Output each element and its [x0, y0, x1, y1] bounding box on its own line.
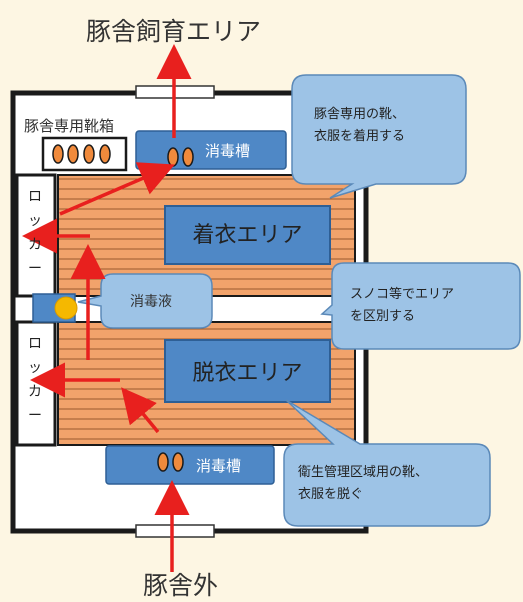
callout-undress-text: 衛生管理区域用の靴、 衣服を脱ぐ	[298, 465, 429, 502]
undress-zone-label: 脱衣エリア	[192, 361, 303, 386]
arrow-to-tank-top	[59, 162, 175, 216]
disinfect-liquid-dot	[54, 296, 78, 320]
callout-dress-text: 豚舎専用の靴、 衣服を着用する	[314, 107, 406, 144]
disinfect-tank-bottom	[105, 445, 275, 485]
dress-zone-box	[164, 205, 331, 265]
boot-box-label: 豚舎専用靴箱	[24, 117, 115, 135]
bottom-door	[135, 524, 215, 538]
tank-bottom-shoes-icon	[157, 452, 184, 472]
callout-sunoko-text: スノコ等でエリア を区別する	[350, 287, 455, 324]
locker-bottom-label: ロ ッ カ ー	[28, 336, 42, 424]
tank-top-shoes-icon	[167, 147, 194, 167]
disinfect-top-label: 消毒槽	[205, 142, 251, 160]
disinfect-bottom-label: 消毒槽	[196, 457, 242, 475]
callout-undress	[283, 399, 491, 527]
flow-arrows	[22, 44, 192, 572]
top-area-label: 豚舎飼育エリア	[86, 17, 262, 46]
undress-zone-box	[164, 339, 331, 403]
disinfect-liquid-label: 消毒液	[130, 294, 172, 310]
boot-box-shoes-icon	[52, 144, 111, 164]
callout-liquid	[77, 273, 213, 329]
bottom-area-label: 豚舎外	[143, 571, 219, 600]
callout-sunoko	[320, 262, 521, 350]
dress-zone-label: 着衣エリア	[192, 223, 303, 248]
locker-top-label: ロ ッ カ ー	[28, 189, 42, 277]
arrow-to-undress	[121, 387, 160, 434]
callout-dress	[291, 74, 467, 199]
